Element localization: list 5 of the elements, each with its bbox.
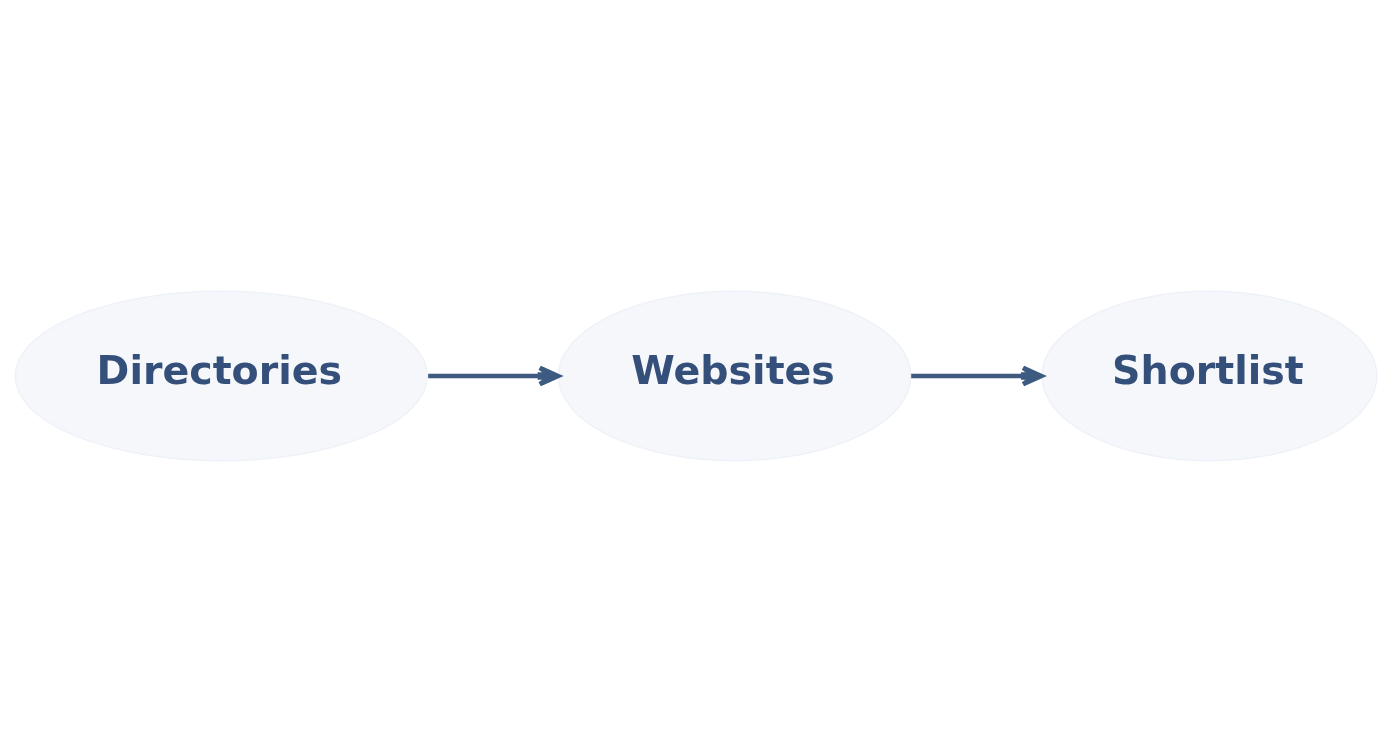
node-ellipse: Websites: [557, 290, 912, 462]
arrow: [428, 365, 561, 387]
node-ellipse: Directories: [14, 290, 429, 462]
arrow: [911, 365, 1044, 387]
node-ellipse: Shortlist: [1041, 290, 1378, 462]
